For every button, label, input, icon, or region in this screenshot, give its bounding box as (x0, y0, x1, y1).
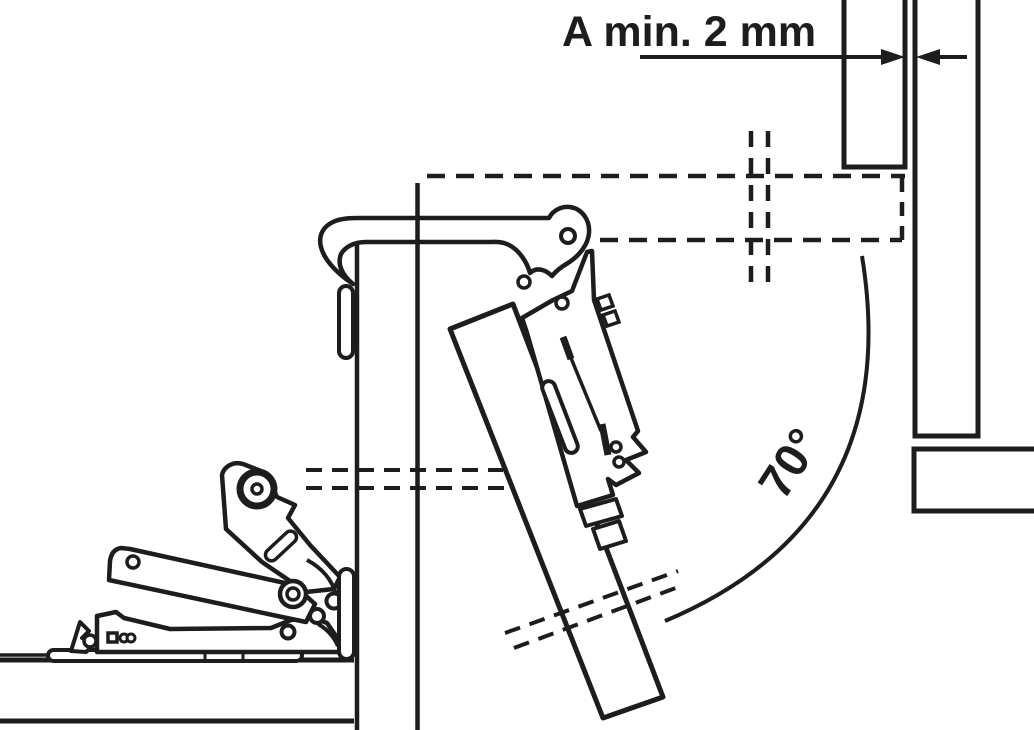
arm-pivot-hole (559, 227, 577, 245)
arm-screw-hole-2 (554, 295, 570, 311)
base-pivot-2 (279, 623, 297, 641)
door-break-lines (504, 569, 682, 650)
raised-lever-slot (263, 529, 299, 563)
shelf-panel (911, 446, 1034, 514)
opening-angle-label: 70° (748, 419, 831, 507)
link-curve-1 (306, 558, 338, 595)
door-break-line-2 (513, 584, 682, 650)
lower-hinge-mechanism (46, 460, 356, 663)
hinge-arm-assembly (317, 204, 592, 360)
door-side-hinge-plate (519, 248, 649, 551)
front-clip-pin (82, 633, 98, 649)
hinge-plate-step-1 (578, 497, 624, 528)
cabinet-bottom-board (0, 653, 354, 724)
lever-edge-thick-upper (559, 335, 575, 361)
link-pivot-inner (285, 586, 301, 602)
panel-dowel-top (337, 284, 355, 360)
side-wall-panel (912, 0, 981, 439)
arm-screw-hole-1 (516, 274, 532, 290)
catch-pin-1 (609, 440, 623, 454)
door-break-line-1 (504, 569, 679, 635)
adjustment-tab-1 (594, 292, 616, 313)
side-panel-face (357, 237, 417, 730)
adjustment-tab-2 (600, 308, 622, 329)
link-curve-2 (316, 622, 340, 647)
base-screw-2 (125, 632, 137, 644)
catch-pin-2 (612, 455, 626, 469)
panel-dowel-bottom (337, 567, 356, 661)
dimension-arrow-left-icon (916, 49, 940, 65)
hinge-arm-body (317, 204, 592, 287)
hinge-plate-step-2 (591, 519, 628, 551)
cabinet-side-panel (354, 231, 417, 730)
hinge-plate-slot (540, 379, 580, 455)
long-lever-hole (125, 554, 141, 570)
base-plate-window (106, 631, 119, 644)
flap-door-open-position (447, 301, 666, 721)
opening-angle-arc (664, 255, 871, 623)
gap-dimension: A min. 2 mm (562, 8, 967, 65)
opening-angle-annotation: 70° (664, 255, 871, 623)
base-pivot (308, 607, 326, 625)
bottom-board-face (0, 662, 352, 719)
flap-door-body (447, 301, 666, 721)
lever-edge-thick-lower (598, 423, 612, 456)
dimension-arrow-right-icon (881, 49, 905, 65)
door-closed-position-dashed (427, 131, 905, 283)
gap-dimension-label: A min. 2 mm (562, 8, 816, 56)
adjacent-cabinet-section (841, 0, 1034, 514)
panel-section-lines (306, 468, 509, 490)
main-pivot-hole (250, 482, 264, 496)
adjacent-door-panel (841, 0, 908, 170)
long-lever (106, 545, 318, 625)
